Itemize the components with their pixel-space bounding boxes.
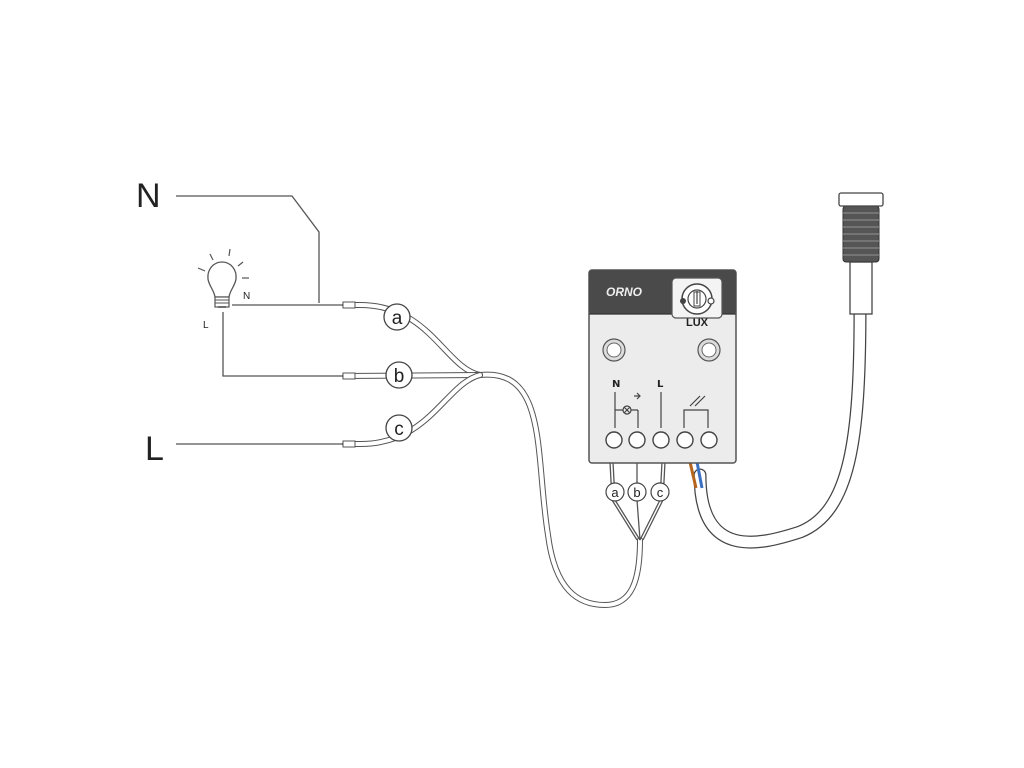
mounting-hole-right <box>697 338 721 362</box>
live-label: L <box>145 430 164 468</box>
svg-text:a: a <box>392 308 403 329</box>
bulb-neutral-label: N <box>243 291 250 302</box>
callout-b: b <box>385 361 413 389</box>
svg-text:a: a <box>611 485 619 500</box>
arrow-icon <box>634 392 641 400</box>
light-bulb: N L <box>197 248 250 331</box>
terminal-block <box>605 431 718 449</box>
terminal-n-label: N <box>612 379 620 390</box>
bulb-glass-icon <box>207 261 237 298</box>
sensor-cable <box>477 371 643 609</box>
lux-knob: LUX <box>671 277 723 329</box>
bulb-live-label: L <box>203 320 209 331</box>
callout-c-device: c <box>650 482 670 502</box>
twilight-switch-device: ORNO LUX N <box>588 269 737 464</box>
neutral-label: N <box>136 177 161 215</box>
bulb-base-icon <box>214 296 230 308</box>
blue-wire <box>695 461 704 489</box>
neutral-supply-wire <box>176 195 320 303</box>
terminal-schematic: N L <box>612 379 709 428</box>
moon-icon <box>680 298 686 304</box>
callout-b-device: b <box>627 482 647 502</box>
brand-label: ORNO <box>606 285 643 299</box>
bulb-live-wire <box>222 312 345 377</box>
svg-text:b: b <box>394 366 405 387</box>
lux-label: LUX <box>686 317 709 329</box>
light-rays-icon <box>197 248 249 279</box>
supply-wiring <box>176 195 345 445</box>
probe-cable <box>688 303 867 549</box>
light-sensor-probe-icon <box>838 192 884 315</box>
callout-a: a <box>383 303 411 331</box>
sun-icon <box>707 297 715 305</box>
terminal-l-label: L <box>657 379 664 390</box>
callout-a-device: a <box>605 482 625 502</box>
wire-leads <box>342 301 483 448</box>
svg-text:c: c <box>657 485 664 500</box>
callout-c: c <box>385 414 413 442</box>
brown-wire <box>688 461 698 489</box>
sensor-symbol-icon <box>683 409 709 428</box>
mounting-hole-left <box>602 338 626 362</box>
svg-text:b: b <box>633 485 640 500</box>
svg-text:c: c <box>394 419 404 440</box>
